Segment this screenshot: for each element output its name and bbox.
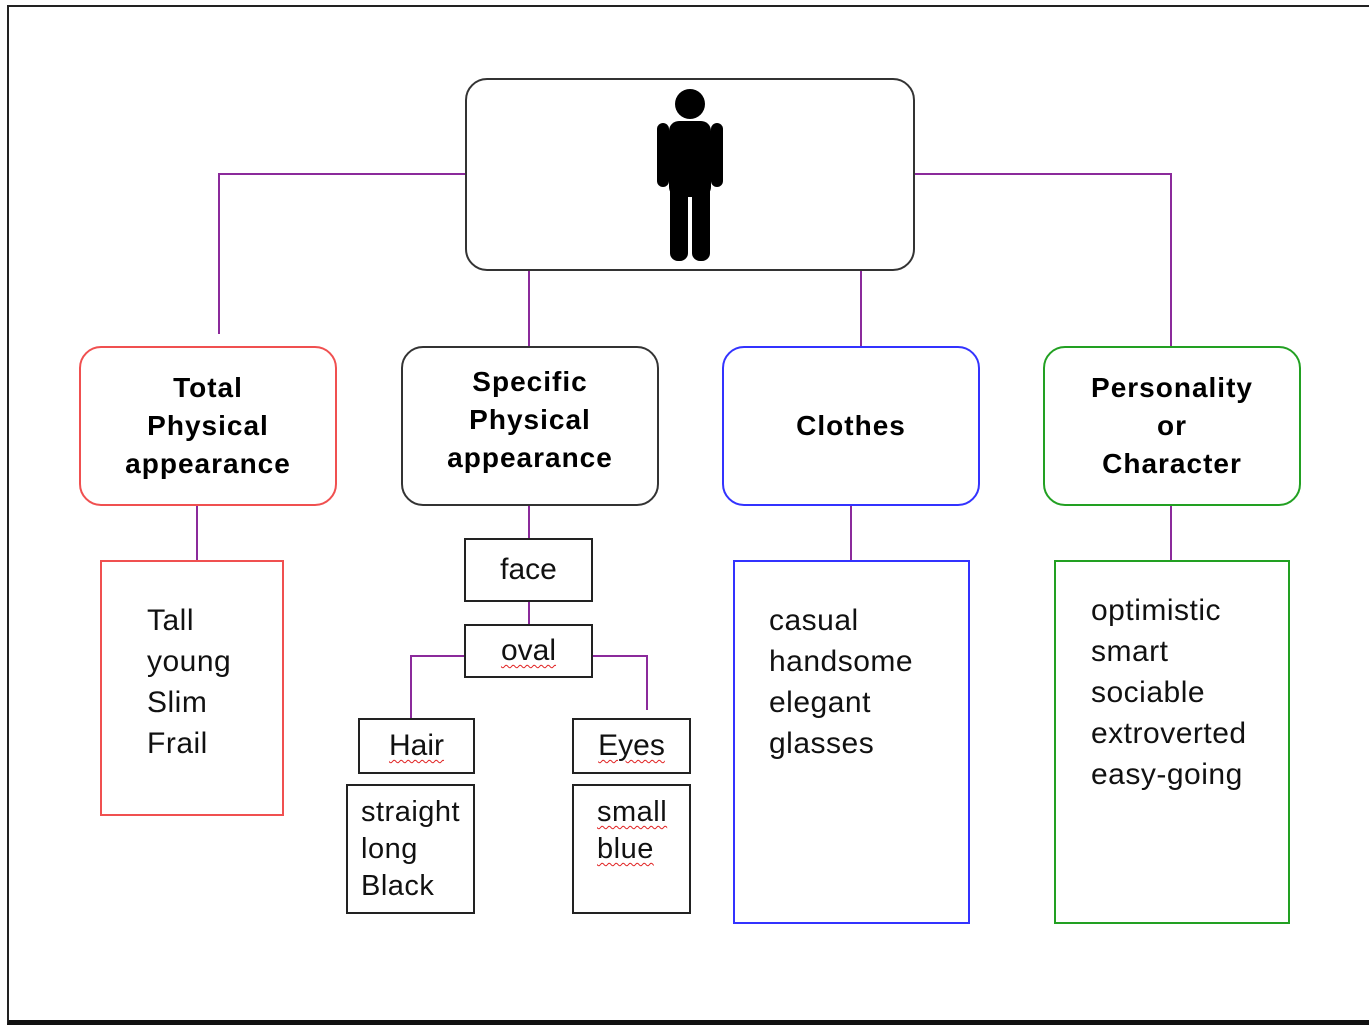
category-total-physical-label: Total Physical appearance xyxy=(125,372,291,479)
hair-box: Hair xyxy=(358,718,475,774)
hair-label: Hair xyxy=(388,729,444,762)
person-icon xyxy=(657,88,723,261)
eyes-box: Eyes xyxy=(572,718,691,774)
category-clothes-label: Clothes xyxy=(796,410,906,441)
list-clothes: casual handsome elegant glasses xyxy=(733,560,970,924)
category-total-physical: Total Physical appearance xyxy=(79,346,337,506)
oval-box: oval xyxy=(464,624,593,678)
list-total-physical-items: Tall young Slim Frail xyxy=(147,604,232,760)
list-clothes-items: casual handsome elegant glasses xyxy=(769,604,914,760)
face-label: face xyxy=(500,553,557,586)
category-personality-label: Personality or Character xyxy=(1091,372,1253,479)
list-personality: optimistic smart sociable extroverted ea… xyxy=(1054,560,1290,924)
category-specific-physical-label: Specific Physical appearance xyxy=(447,366,613,473)
hair-items: straight long Black xyxy=(361,796,461,902)
eyes-items-box: small blue xyxy=(572,784,691,914)
category-clothes: Clothes xyxy=(722,346,980,506)
hair-items-box: straight long Black xyxy=(346,784,475,914)
category-personality: Personality or Character xyxy=(1043,346,1301,506)
category-specific-physical: Specific Physical appearance xyxy=(401,346,659,506)
list-personality-items: optimistic smart sociable extroverted ea… xyxy=(1091,594,1247,791)
list-total-physical: Tall young Slim Frail xyxy=(100,560,284,816)
face-box: face xyxy=(464,538,593,602)
oval-label: oval xyxy=(500,634,557,667)
root-node xyxy=(465,78,915,271)
eyes-label: Eyes xyxy=(598,729,665,762)
eyes-item-small: small xyxy=(597,796,668,828)
eyes-item-blue: blue xyxy=(597,833,654,865)
